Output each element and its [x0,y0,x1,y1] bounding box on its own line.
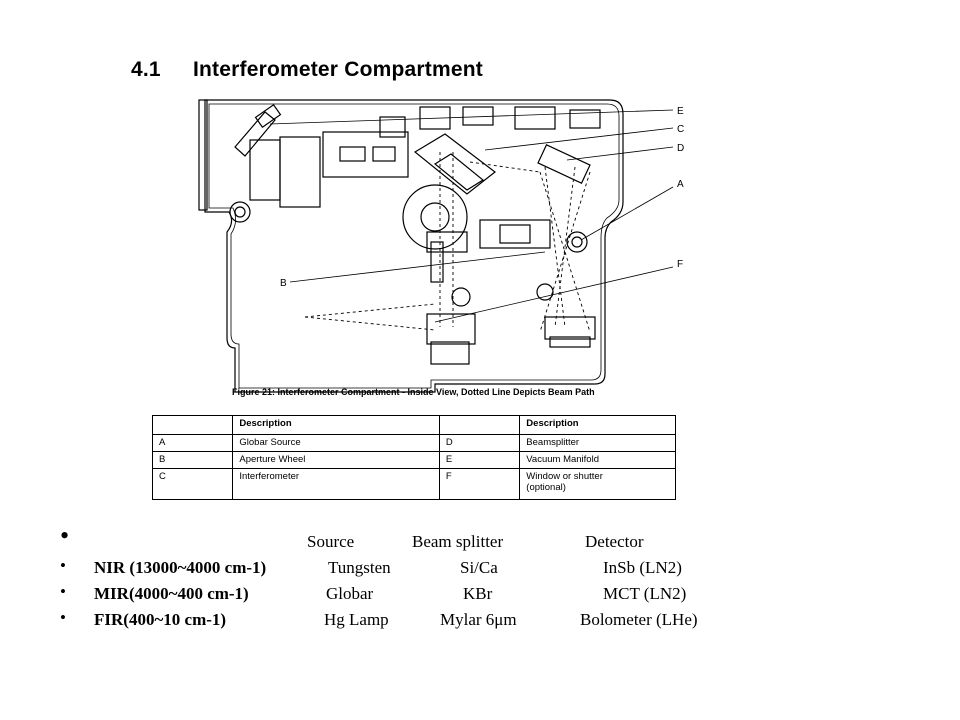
legend-row: B Aperture Wheel E Vacuum Manifold [151,451,676,469]
legend-key: D [438,434,521,452]
legend-row: C Interferometer F Window or shutter (op… [151,468,676,500]
callout-a: A [677,179,684,190]
list-item: • MIR(4000~400 cm-1) Globar KBr MCT (LN2… [60,582,940,608]
legend-key: A [151,434,234,452]
legend-key: F [438,468,521,500]
legend-key: C [151,468,234,500]
legend-description: Interferometer [232,468,440,500]
spectral-range: MIR(4000~400 cm-1) [94,584,249,603]
diagram-drawing: E C D A B F [198,99,684,393]
figure-caption: Figure 21: Interferometer Compartment - … [232,387,595,397]
column-header-source: Source [307,532,355,551]
callout-e: E [677,106,684,117]
legend-description: Vacuum Manifold [519,451,676,469]
beam-splitter-value: Si/Ca [460,558,498,577]
spectral-range: FIR(400~10 cm-1) [94,610,227,629]
detector-value: MCT (LN2) [603,584,687,603]
source-value: Globar [326,584,374,603]
beam-splitter-value: KBr [463,584,493,603]
column-header-detector: Detector [585,532,644,551]
bullet-icon: • [60,556,66,575]
legend-key: B [151,451,234,469]
legend-key: E [438,451,521,469]
legend-header-row: Description Description [151,415,676,435]
legend-header-cell [151,415,234,435]
section-title-text: Interferometer Compartment [193,58,483,81]
bullet-icon: • [60,582,66,601]
section-number: 4.1 [131,58,161,81]
bullet-icon: • [60,521,70,550]
list-item: • FIR(400~10 cm-1) Hg Lamp Mylar 6μm Bol… [60,608,940,634]
legend-header-cell: Description [519,415,676,435]
list-header-row: • Source Beam splitter Detector [60,521,940,556]
source-value: Hg Lamp [324,610,389,629]
source-value: Tungsten [328,558,391,577]
beam-splitter-value: Mylar 6μm [440,610,517,629]
detector-value: Bolometer (LHe) [580,610,698,629]
callout-b: B [280,278,287,289]
legend-header-cell [438,415,521,435]
column-header-beam-splitter: Beam splitter [412,532,504,551]
callout-f: F [677,259,683,270]
legend-description: Globar Source [232,434,440,452]
spectral-range: NIR (13000~4000 cm-1) [94,558,267,577]
callout-c: C [677,124,684,135]
callout-d: D [677,143,684,154]
spectral-range-list: • Source Beam splitter Detector • NIR (1… [60,521,940,634]
section-title: 4.1 Interferometer Compartment [131,58,483,82]
legend-row: A Globar Source D Beamsplitter [151,434,676,452]
interferometer-diagram: E C D A B F [195,92,705,402]
legend-description: Beamsplitter [519,434,676,452]
detector-value: InSb (LN2) [603,558,682,577]
bullet-icon: • [60,608,66,627]
legend-description: Aperture Wheel [232,451,440,469]
list-item: • NIR (13000~4000 cm-1) Tungsten Si/Ca I… [60,556,940,582]
legend-description: Window or shutter (optional) [519,468,676,500]
legend-header-cell: Description [232,415,440,435]
legend-table: Description Description A Globar Source … [151,415,676,500]
